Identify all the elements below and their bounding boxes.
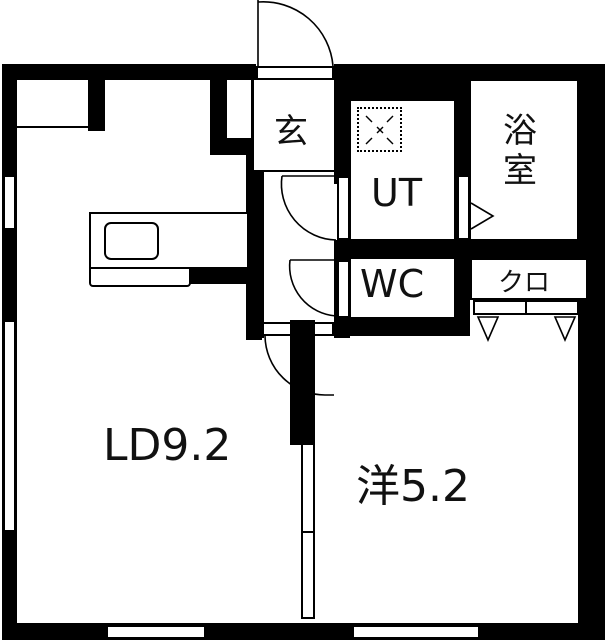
western-room-label: 洋5.2 — [356, 461, 470, 512]
washer-x-icon — [365, 115, 394, 145]
closet — [470, 258, 588, 300]
hallway — [262, 172, 338, 322]
partition-ld-western-lower — [301, 531, 315, 619]
utility-label: UT — [371, 171, 423, 215]
toilet-label: WC — [360, 262, 425, 306]
outer-wall-top-right — [334, 64, 605, 80]
storage-shelf — [17, 80, 90, 128]
window-left — [3, 175, 16, 230]
wall-wc-closet-divider — [455, 240, 470, 336]
outer-wall-right — [578, 64, 605, 640]
bath-label: 浴 室 — [503, 111, 537, 191]
window-bottom-ld — [106, 625, 206, 639]
toilet-room — [350, 258, 455, 318]
washer-pan-icon — [357, 107, 402, 152]
entrance-door-frame — [256, 66, 334, 80]
entrance-door-swing-icon — [257, 0, 334, 67]
bath-label-line1: 浴 — [503, 111, 537, 151]
ut-door-swing-icon — [280, 175, 337, 241]
utility-room — [350, 100, 455, 240]
kitchen-wall-strip — [189, 267, 247, 284]
wall-ut-top — [334, 80, 470, 100]
closet-fold-left-icon — [476, 316, 500, 343]
window-left-lower — [3, 320, 16, 532]
wall-ld-western-divider — [290, 320, 315, 445]
entrance-label: 玄 — [274, 112, 308, 152]
ld-door-swing-icon — [264, 335, 334, 396]
ut-door-frame — [337, 176, 350, 240]
wall-wc-bottom — [334, 318, 470, 336]
window-bottom-western — [352, 625, 480, 639]
ld-label: LD9.2 — [103, 420, 232, 471]
closet-label: クロ — [498, 268, 551, 298]
wc-door-frame — [337, 260, 350, 318]
bath-label-line2: 室 — [503, 151, 537, 191]
bath-door-frame — [457, 175, 470, 240]
closet-fold-right-icon — [553, 316, 577, 343]
wc-door-swing-icon — [288, 259, 337, 317]
closet-door-right — [525, 300, 579, 315]
wall-hall-bottom-left — [246, 320, 264, 338]
bath-door-triangle-icon — [470, 202, 495, 230]
sink-icon — [104, 222, 159, 260]
outer-wall-top-left — [2, 64, 256, 80]
wall-stub-upper-left — [88, 80, 105, 131]
wall-ld-right — [246, 138, 262, 340]
